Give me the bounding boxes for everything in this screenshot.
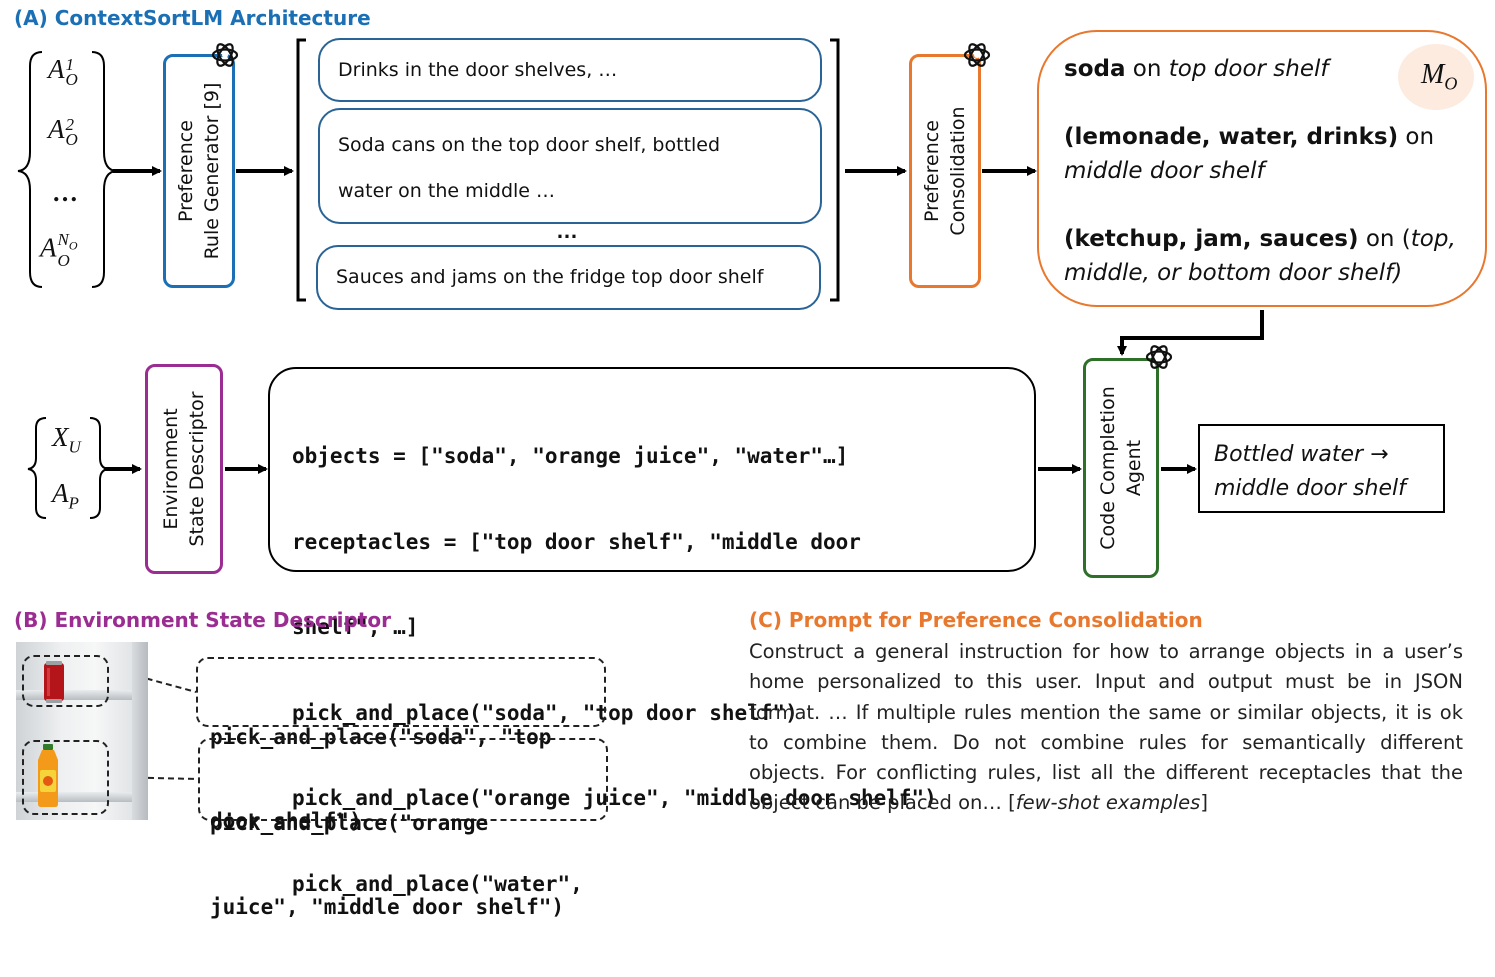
arrow-memory-to-agent (1117, 310, 1264, 356)
code-lines: objects = ["soda", "orange juice", "wate… (292, 444, 937, 896)
rule-box-drinks: Drinks in the door shelves, … (318, 38, 822, 102)
openai-logo-icon (211, 43, 239, 67)
input-brace-left (17, 51, 43, 288)
rules-ellipsis: … (556, 218, 578, 243)
memory-rule-soda: soda on top door shelf (1064, 56, 1329, 82)
code-completion-agent-box: Code Completion Agent (1083, 358, 1159, 578)
memory-badge: MO (1398, 44, 1474, 110)
preference-rule-generator-box: Preference Rule Generator [9] (163, 54, 235, 288)
section-c-title: (C) Prompt for Preference Consolidation (749, 608, 1203, 632)
preference-consolidation-box: Preference Consolidation (909, 54, 981, 288)
input-ellipsis: … (52, 178, 78, 207)
consolidation-label: Preference Consolidation (921, 106, 969, 236)
orange-juice-bottle-icon (38, 744, 58, 807)
code-prompt-box: objects = ["soda", "orange juice", "wate… (268, 367, 1036, 896)
section-b-title: (B) Environment State Descriptor (14, 608, 391, 632)
generator-label: Preference Rule Generator [9] (175, 82, 223, 260)
rule-box-soda: Soda cans on the top door shelf, bottled… (318, 108, 822, 224)
juice-action-box: pick_and_place("orange juice", "middle d… (198, 738, 608, 919)
juice-highlight-box (22, 740, 109, 815)
section-a-title: (A) ContextSortLM Architecture (14, 6, 371, 30)
rule-box-sauces: Sauces and jams on the fridge top door s… (316, 245, 821, 310)
connector-layer (17, 38, 1264, 780)
input-a-p: AP (52, 478, 79, 513)
agent-label: Code Completion Agent (1097, 386, 1145, 550)
output-box: Bottled water → middle door shelf (1198, 424, 1445, 513)
memory-rules: soda on top door shelf (lemonade, water,… (1064, 52, 1464, 290)
openai-logo-icon (1145, 345, 1173, 369)
soda-can-icon (44, 661, 64, 703)
environment-state-descriptor-box: Environment State Descriptor (145, 364, 223, 574)
openai-logo-icon (963, 43, 991, 67)
input-brace-right (91, 51, 117, 288)
env-descriptor-label: Environment State Descriptor (160, 391, 208, 547)
fridge-door-image (16, 642, 148, 820)
rules-bracket-right (830, 38, 840, 302)
soda-action-box: pick_and_place("soda", "top door shelf") (196, 657, 606, 833)
memory-rule-sauces: (ketchup, jam, sauces) on (top, (1064, 226, 1456, 252)
rules-bracket-left (296, 38, 306, 302)
input-x-u: XU (52, 422, 81, 457)
memory-rule-drinks: (lemonade, water, drinks) on (1064, 124, 1435, 150)
consolidation-prompt-text: Construct a general instruction for how … (749, 640, 1463, 815)
soda-highlight-box (22, 655, 109, 707)
state-brace-left (27, 417, 47, 519)
